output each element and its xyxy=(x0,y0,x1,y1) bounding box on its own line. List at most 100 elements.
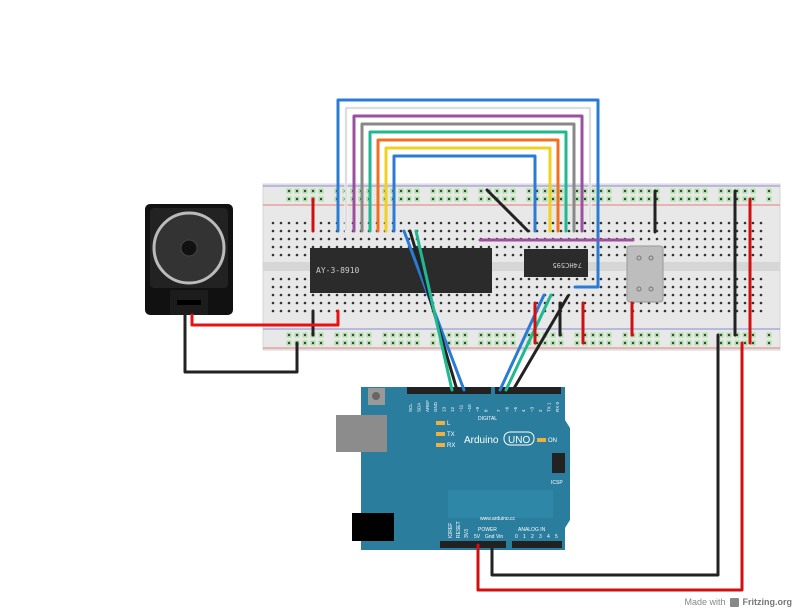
breadboard-hole xyxy=(279,237,283,241)
breadboard-hole xyxy=(711,221,715,225)
breadboard-hole xyxy=(383,237,387,241)
breadboard-hole xyxy=(759,237,763,241)
breadboard-hole xyxy=(279,229,283,233)
breadboard-hole xyxy=(439,301,443,305)
breadboard-hole xyxy=(519,301,523,305)
breadboard-hole xyxy=(415,301,419,305)
breadboard-hole xyxy=(415,293,419,297)
breadboard-hole xyxy=(591,309,595,313)
breadboard-hole xyxy=(423,245,427,249)
breadboard-hole xyxy=(519,253,523,257)
wire-blue-arduino-2 xyxy=(498,293,546,392)
breadboard-hole xyxy=(575,301,579,305)
breadboard-hole xyxy=(623,277,627,281)
breadboard-hole xyxy=(695,309,699,313)
breadboard-hole xyxy=(471,245,475,249)
digital-header-left xyxy=(407,387,491,394)
breadboard-hole xyxy=(319,309,323,313)
breadboard-hole xyxy=(703,221,707,225)
breadboard-hole xyxy=(295,285,299,289)
breadboard-hole xyxy=(671,293,675,297)
breadboard-hole xyxy=(503,309,507,313)
breadboard-hole xyxy=(503,253,507,257)
wire-speaker-black xyxy=(183,313,299,374)
breadboard-hole xyxy=(327,237,331,241)
breadboard-hole xyxy=(551,309,555,313)
breadboard-hole xyxy=(319,237,323,241)
breadboard-hole xyxy=(343,293,347,297)
pin-label: AREF xyxy=(425,400,430,412)
breadboard-hole xyxy=(295,245,299,249)
breadboard-hole xyxy=(743,277,747,281)
breadboard-hole xyxy=(663,221,667,225)
breadboard-hole xyxy=(383,309,387,313)
breadboard-hole xyxy=(639,309,643,313)
breadboard-hole xyxy=(287,277,291,281)
breadboard-hole xyxy=(751,309,755,313)
breadboard-hole xyxy=(359,245,363,249)
breadboard-hole xyxy=(303,309,307,313)
breadboard-hole xyxy=(303,229,307,233)
breadboard-hole xyxy=(559,285,563,289)
breadboard-hole xyxy=(671,245,675,249)
breadboard-hole xyxy=(503,245,507,249)
breadboard-hole xyxy=(471,221,475,225)
breadboard-hole xyxy=(687,221,691,225)
breadboard-hole xyxy=(439,293,443,297)
crystal-component xyxy=(626,245,664,303)
breadboard-hole xyxy=(335,237,339,241)
breadboard-hole xyxy=(463,229,467,233)
breadboard-hole xyxy=(271,253,275,257)
breadboard-hole xyxy=(559,293,563,297)
breadboard-hole xyxy=(663,237,667,241)
usb-port xyxy=(336,415,387,452)
breadboard-hole xyxy=(495,301,499,305)
breadboard-hole xyxy=(335,293,339,297)
power-pin-label: IOREF xyxy=(448,523,454,538)
breadboard-hole xyxy=(447,221,451,225)
breadboard-hole xyxy=(327,245,331,249)
breadboard-hole xyxy=(335,245,339,249)
arduino-brand: Arduino xyxy=(464,435,499,446)
breadboard-hole xyxy=(607,293,611,297)
breadboard-hole xyxy=(471,237,475,241)
breadboard-hole xyxy=(591,301,595,305)
breadboard-hole xyxy=(479,309,483,313)
breadboard-hole xyxy=(679,245,683,249)
breadboard-hole xyxy=(647,237,651,241)
breadboard-hole xyxy=(335,301,339,305)
breadboard-hole xyxy=(287,301,291,305)
pin-label: TX 1 xyxy=(546,402,551,412)
breadboard-hole xyxy=(711,293,715,297)
pin-label: 12 xyxy=(450,406,455,412)
led-tx-label: TX xyxy=(447,432,455,438)
analog-pin-label: 1 xyxy=(523,534,526,540)
breadboard-hole xyxy=(527,245,531,249)
power-pin-label: Gnd xyxy=(485,534,495,540)
breadboard-hole xyxy=(719,245,723,249)
breadboard-hole xyxy=(615,293,619,297)
breadboard-hole xyxy=(607,277,611,281)
breadboard-hole xyxy=(479,293,483,297)
breadboard-hole xyxy=(527,221,531,225)
breadboard-hole xyxy=(591,277,595,281)
breadboard-hole xyxy=(759,229,763,233)
breadboard-hole xyxy=(351,301,355,305)
breadboard-hole xyxy=(367,245,371,249)
breadboard-hole xyxy=(447,293,451,297)
pin-label: GND xyxy=(433,401,438,412)
breadboard-hole xyxy=(543,245,547,249)
breadboard-hole xyxy=(615,229,619,233)
breadboard-hole xyxy=(447,245,451,249)
power-pin-label: 3V3 xyxy=(464,529,470,538)
breadboard-hole xyxy=(687,309,691,313)
led-l-label: L xyxy=(447,421,451,427)
breadboard-hole xyxy=(687,277,691,281)
breadboard-hole xyxy=(519,277,523,281)
breadboard-hole xyxy=(511,293,515,297)
breadboard-hole xyxy=(463,301,467,305)
analog-pin-label: 0 xyxy=(515,534,518,540)
breadboard-hole xyxy=(455,237,459,241)
breadboard-hole xyxy=(623,293,627,297)
breadboard-hole xyxy=(599,245,603,249)
